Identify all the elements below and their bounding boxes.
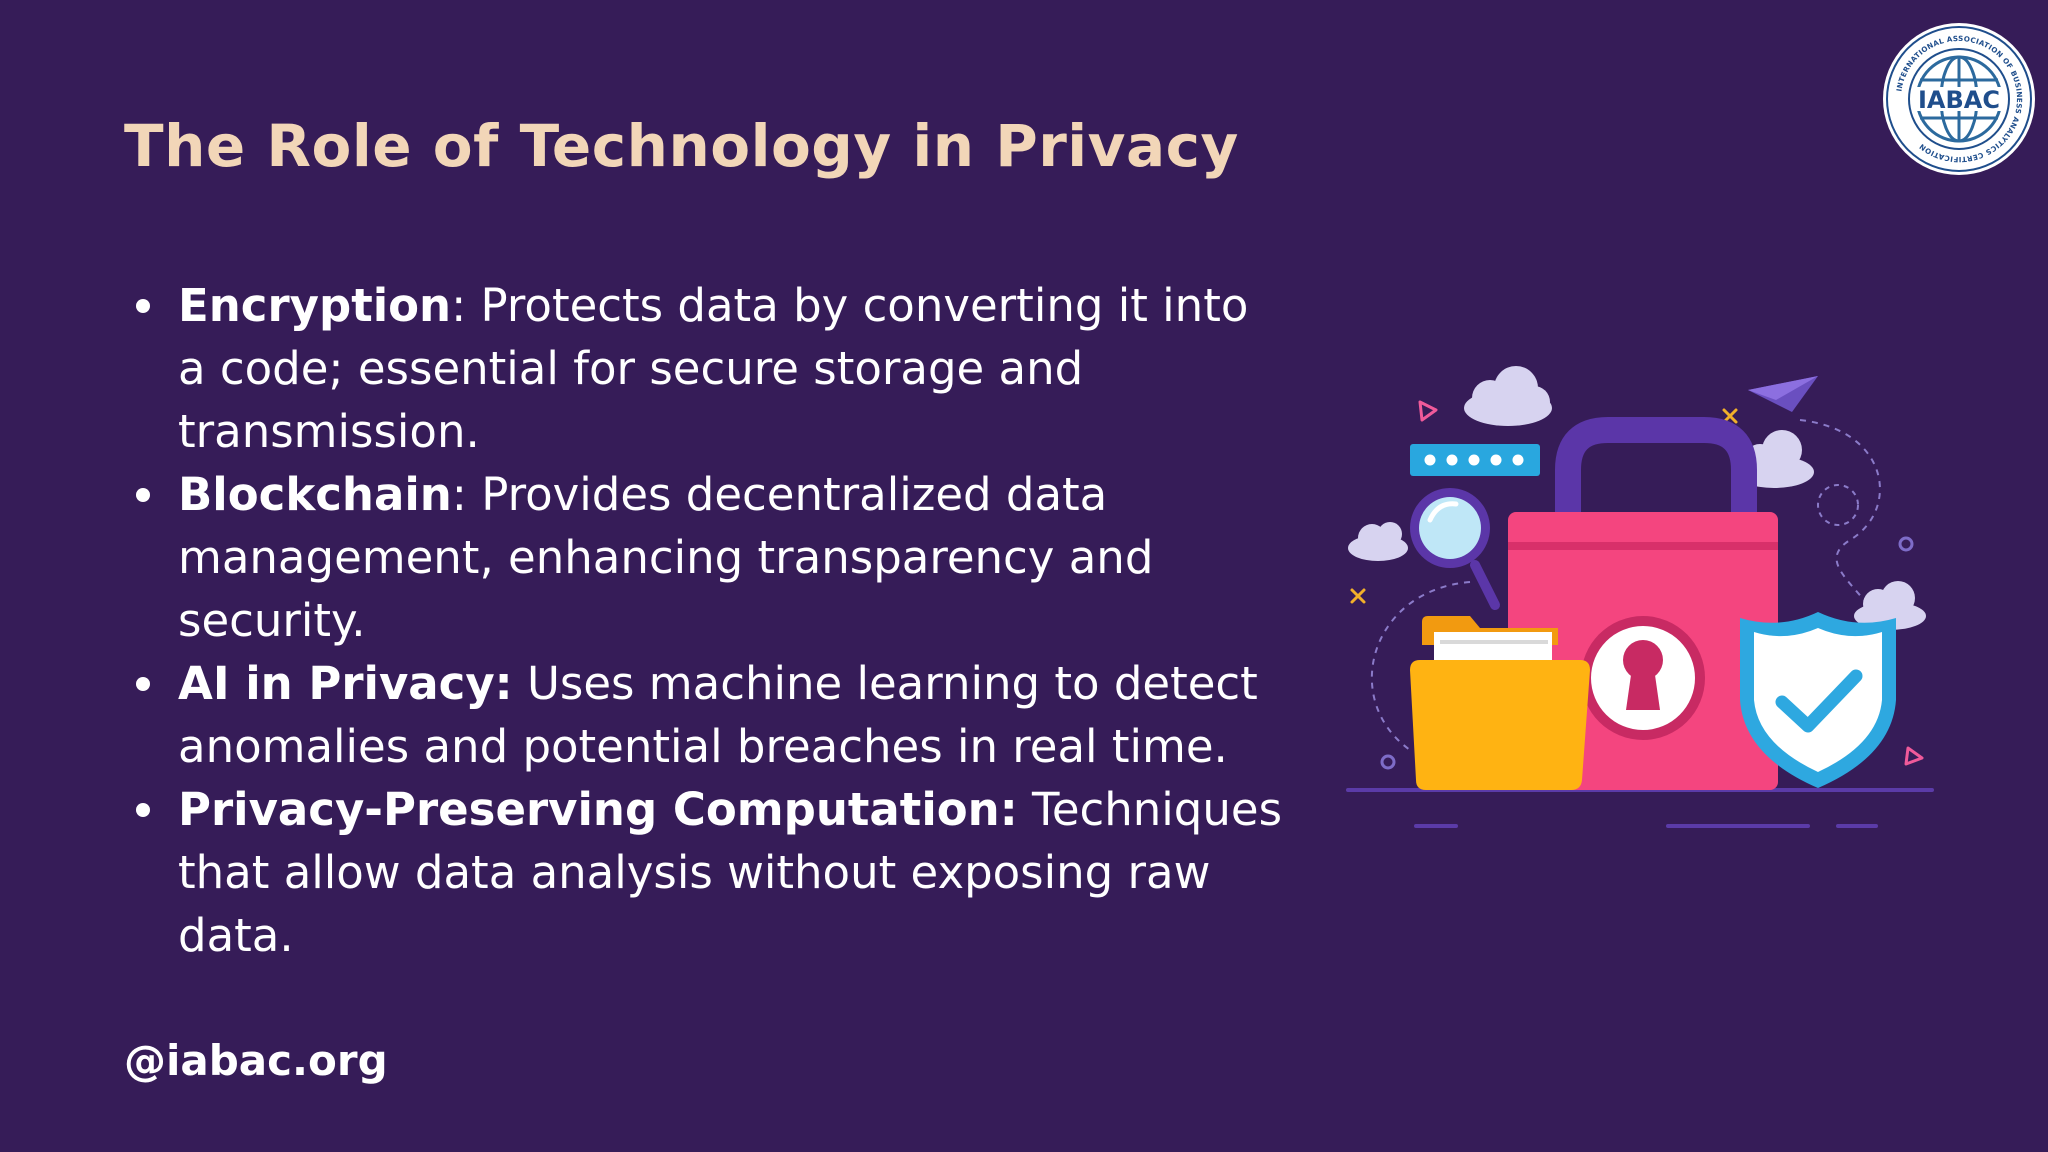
cloud-icon <box>1348 522 1408 561</box>
paper-plane-icon <box>1748 376 1818 412</box>
social-handle: @iabac.org <box>124 1036 388 1085</box>
triangle-icon <box>1904 746 1924 766</box>
bullet-dot-icon <box>136 803 150 817</box>
dashed-path <box>1370 581 1471 751</box>
bullet-text: Uses machine learning to detect anomalie… <box>178 657 1258 773</box>
bullet-text: Protects data by converting it into a co… <box>178 279 1249 458</box>
keyhole-icon <box>1623 640 1663 710</box>
bullet-term: AI in Privacy: <box>178 657 513 710</box>
bullet-dot-icon <box>136 488 150 502</box>
password-dots-icon <box>1410 444 1540 476</box>
globe-seal-icon <box>1912 55 2006 143</box>
cross-icon <box>1350 588 1366 604</box>
bullet-separator: : <box>451 279 467 332</box>
shield-check-icon <box>1740 612 1896 788</box>
folder-icon <box>1410 616 1590 790</box>
bullet-term: Blockchain <box>178 468 452 521</box>
bullet-list: Encryption: Protects data by converting … <box>136 274 1286 967</box>
bullet-text: Provides decentralized data management, … <box>178 468 1154 647</box>
bullet-item: Blockchain: Provides decentralized data … <box>136 463 1286 652</box>
dashed-path <box>1799 419 1891 641</box>
bullet-separator: : <box>451 468 467 521</box>
dashed-loop <box>1817 484 1859 526</box>
ring-dot-icon <box>1898 536 1914 552</box>
bullet-term: Encryption <box>178 279 452 332</box>
bullet-item: Privacy-Preserving Computation: Techniqu… <box>136 778 1286 967</box>
slide-title: The Role of Technology in Privacy <box>124 112 1239 180</box>
triangle-icon <box>1418 400 1438 422</box>
ring-dot-icon <box>1380 754 1396 770</box>
magnifier-icon <box>1410 488 1500 610</box>
bullet-item: Encryption: Protects data by converting … <box>136 274 1286 463</box>
bullet-item: AI in Privacy: Uses machine learning to … <box>136 652 1286 778</box>
ground-lines <box>1346 788 1934 828</box>
cross-icon <box>1722 408 1738 424</box>
iabac-logo: INTERNATIONAL ASSOCIATION OF BUSINESS AN… <box>1883 23 2035 175</box>
bullet-dot-icon <box>136 299 150 313</box>
logo-name: IABAC <box>1918 86 2000 114</box>
bullet-dot-icon <box>136 677 150 691</box>
privacy-illustration <box>1346 366 1934 828</box>
cloud-icon <box>1464 366 1552 426</box>
bullet-term: Privacy-Preserving Computation: <box>178 783 1018 836</box>
bullet-text: Techniques that allow data analysis with… <box>178 783 1283 962</box>
